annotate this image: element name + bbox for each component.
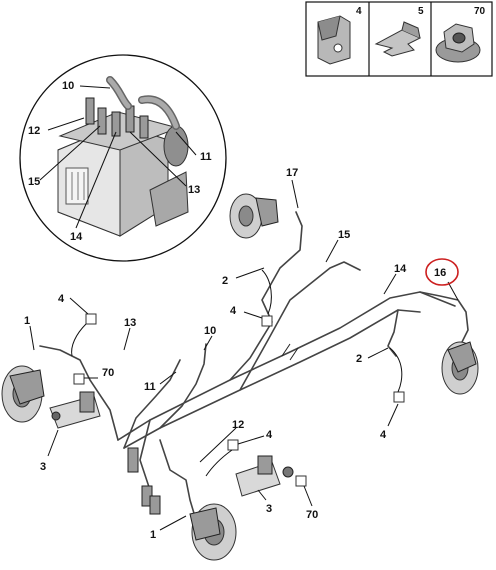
callout-leaders — [29, 179, 459, 531]
abs-callout-12: 12 — [28, 125, 40, 137]
pipe-union-connectors — [127, 447, 161, 515]
bottom-mounting-bracket — [235, 455, 294, 497]
callout-70-left: 70 — [102, 367, 114, 379]
clip-bracket-icon — [317, 15, 351, 65]
clip-position-markers — [73, 313, 405, 487]
callout-1-bottom: 1 — [150, 529, 156, 541]
inset-label-4: 4 — [356, 6, 362, 17]
highlighted-part-marker: 16 — [425, 258, 459, 286]
spring-clip-icon — [374, 21, 422, 57]
callout-15: 15 — [338, 229, 350, 241]
rear-left-brake-disc — [189, 503, 237, 561]
callout-4-bottom: 4 — [266, 429, 273, 441]
inset-label-5: 5 — [418, 6, 424, 17]
abs-callout-14: 14 — [70, 231, 83, 243]
abs-callout-11: 11 — [200, 151, 212, 163]
callout-12: 12 — [232, 419, 244, 431]
callout-4-front: 4 — [230, 305, 237, 317]
abs-callout-15: 15 — [28, 176, 40, 188]
callout-11: 11 — [144, 381, 156, 393]
callout-4-rear: 4 — [380, 429, 387, 441]
callout-10: 10 — [204, 325, 216, 337]
abs-module-detail — [19, 54, 227, 262]
left-mounting-bracket — [49, 391, 101, 429]
callout-3-left: 3 — [40, 461, 46, 473]
callout-3-bottom: 3 — [266, 503, 272, 515]
rear-right-brake-disc — [441, 341, 479, 395]
parts-inset-panel: 4 5 70 — [305, 1, 493, 77]
inset-label-70: 70 — [474, 6, 486, 17]
front-right-brake-disc — [229, 193, 279, 239]
brake-pipe-network — [39, 211, 469, 521]
callout-4-left: 4 — [58, 293, 65, 305]
callout-13: 13 — [124, 317, 136, 329]
callout-16-highlighted: 16 — [434, 267, 446, 279]
highlight-circle — [425, 258, 459, 286]
front-left-brake-disc — [1, 365, 45, 423]
callout-2-front: 2 — [222, 275, 228, 287]
callout-14: 14 — [394, 263, 407, 275]
flange-nut-icon — [435, 23, 481, 63]
abs-callout-13: 13 — [188, 184, 200, 196]
callout-17: 17 — [286, 167, 298, 179]
callout-1-left: 1 — [24, 315, 30, 327]
callout-2-rear: 2 — [356, 353, 362, 365]
abs-callout-10: 10 — [62, 80, 74, 92]
callout-70-bottom: 70 — [306, 509, 318, 521]
